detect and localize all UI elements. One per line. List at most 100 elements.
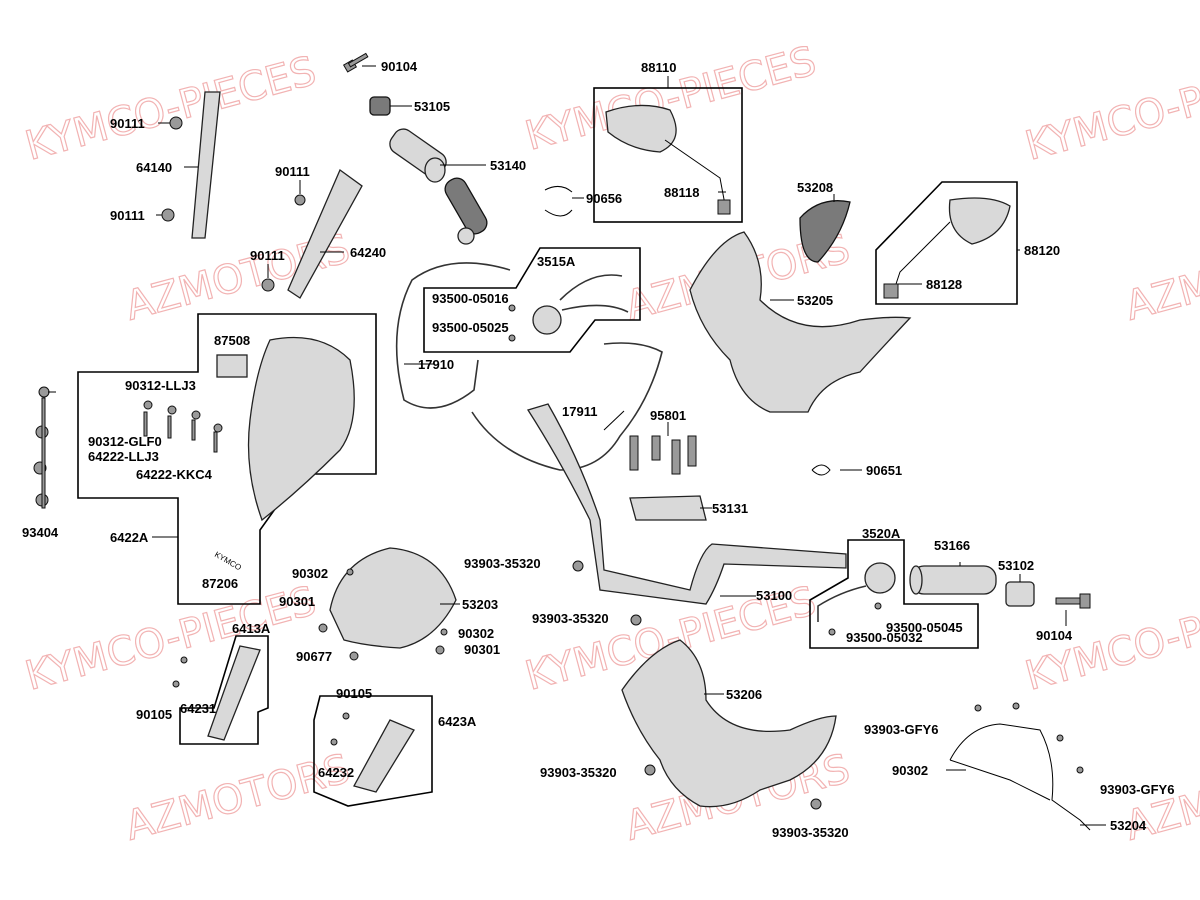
handlebar-53100 — [526, 403, 847, 605]
bolt-90104-top — [342, 52, 369, 73]
mirror-right-box — [875, 181, 1018, 305]
windscreen — [247, 336, 355, 522]
part-label: 53208 — [797, 180, 833, 195]
bolts-93404 — [33, 386, 50, 509]
screw-90105 — [172, 680, 180, 688]
screws-90312 — [143, 400, 223, 453]
screw-90105 — [342, 712, 350, 720]
trim-panel-64140 — [191, 91, 221, 239]
watermark: AZMOTORS — [121, 746, 355, 850]
part-label: 90302 — [458, 626, 494, 641]
part-label: 64231 — [180, 701, 216, 716]
part-label: 93500-05016 — [432, 291, 509, 306]
part-label: 90105 — [136, 707, 172, 722]
kymco-emblem: KYMCO — [213, 550, 243, 572]
part-label: 90111 — [250, 248, 285, 263]
part-label: 87206 — [202, 576, 238, 591]
bolt-90104-right — [1055, 593, 1091, 609]
part-label: 88120 — [1024, 243, 1060, 258]
part-label: 95801 — [650, 408, 686, 423]
part-label: 90656 — [586, 191, 622, 206]
part-label: 93500-05032 — [846, 630, 923, 645]
watermark: KYMCO-PIECES — [1021, 48, 1200, 170]
part-label: 53166 — [934, 538, 970, 553]
grip-53140 — [389, 128, 447, 183]
part-label: 90111 — [110, 116, 145, 131]
switch-right-3520A — [817, 562, 896, 636]
part-label: 64222-LLJ3 — [88, 449, 159, 464]
screw-90111 — [294, 194, 306, 206]
screws-93903-GFY6 — [974, 702, 1084, 774]
trim-panel-64240 — [287, 168, 363, 299]
part-label: 53140 — [490, 158, 526, 173]
screw-93903 — [572, 560, 584, 572]
part-label: 90312-GLF0 — [88, 434, 162, 449]
screw-90105 — [330, 738, 338, 746]
windscreen-box — [77, 313, 377, 605]
part-label: 90651 — [866, 463, 902, 478]
screw-90111 — [161, 208, 175, 222]
part-label: 64232 — [318, 765, 354, 780]
screw-93903 — [810, 798, 822, 810]
trim-panel-64231 — [207, 645, 261, 741]
parts-layer: KYMCO — [33, 52, 1091, 831]
part-label: 64140 — [136, 160, 172, 175]
part-label: 88118 — [664, 185, 699, 200]
cable-17910 — [395, 262, 511, 409]
part-label: 90104 — [1036, 628, 1073, 643]
part-label: 90312-LLJ3 — [125, 378, 196, 393]
bracket-53204 — [949, 723, 1091, 831]
part-label: 53204 — [1110, 818, 1147, 833]
mirror-left-88110 — [605, 104, 731, 215]
clip-90651 — [811, 464, 831, 476]
part-label: 88110 — [641, 60, 676, 75]
bar-end-weight-53105 — [369, 96, 391, 116]
screw-90111 — [169, 116, 183, 130]
part-label: 17911 — [562, 404, 597, 419]
part-label: 64222-KKC4 — [136, 467, 213, 482]
panel-6423a-box — [313, 695, 433, 807]
part-label: 90302 — [892, 763, 928, 778]
part-label: 3520A — [862, 526, 901, 541]
part-label: 53102 — [998, 558, 1034, 573]
part-label: 93500-05025 — [432, 320, 509, 335]
part-label: 53203 — [462, 597, 498, 612]
cover-53203 — [329, 547, 457, 649]
part-label: 90111 — [110, 208, 145, 223]
clip-90656 — [544, 186, 573, 217]
bar-end-weight-53102 — [1005, 581, 1035, 607]
part-label: 53206 — [726, 687, 762, 702]
part-label: 93404 — [22, 525, 59, 540]
part-label: 93903-GFY6 — [864, 722, 938, 737]
part-label: 90111 — [275, 164, 310, 179]
part-label: 90302 — [292, 566, 328, 581]
screw-90111 — [261, 278, 275, 292]
bolts-95801 — [629, 435, 697, 475]
part-label: 90677 — [296, 649, 332, 664]
group-boxes — [77, 87, 1018, 807]
part-label: 90105 — [336, 686, 372, 701]
watermark: KYMCO-PIECES — [21, 578, 321, 700]
holder-53131 — [629, 495, 707, 521]
part-label: 93500-05045 — [886, 620, 963, 635]
part-label: 93903-GFY6 — [1100, 782, 1174, 797]
front-cover-53205 — [689, 231, 912, 413]
part-label: 53131 — [712, 501, 748, 516]
throttle-tube — [444, 177, 488, 245]
screws-90301-90302 — [318, 568, 448, 661]
trim-panel-64232 — [353, 719, 415, 793]
part-label: 90104 — [381, 59, 418, 74]
watermark: AZMOTORS — [1121, 746, 1200, 850]
part-label: 93903-35320 — [540, 765, 617, 780]
part-label: 90301 — [464, 642, 500, 657]
cable-17911 — [471, 342, 663, 471]
leader-lines — [48, 65, 1106, 826]
part-label: 87508 — [214, 333, 250, 348]
part-labels: 90104 53105 53140 90111 64140 90111 9011… — [22, 59, 1174, 840]
panel-6413a-box — [179, 635, 269, 745]
watermark: AZMOTORS — [1121, 226, 1200, 330]
part-label: 6413A — [232, 621, 271, 636]
part-label: 93903-35320 — [532, 611, 609, 626]
cover-53208 — [799, 200, 851, 263]
